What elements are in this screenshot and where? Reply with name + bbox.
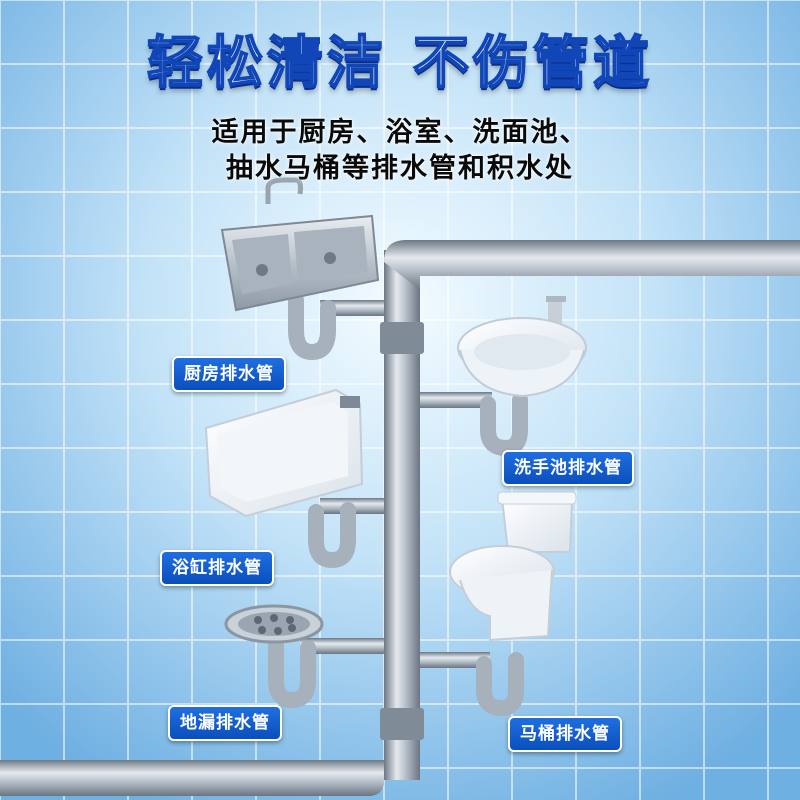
label-basin-drain: 洗手池排水管	[502, 450, 634, 486]
label-bathtub-drain: 浴缸排水管	[160, 550, 274, 586]
bathtub	[204, 388, 364, 518]
label-kitchen-drain: 厨房排水管	[172, 356, 286, 392]
kitchen-sink	[220, 177, 380, 312]
subheadline-line1: 适用于厨房、浴室、洗面池、	[211, 117, 589, 148]
toilet	[449, 491, 577, 642]
floor-drain	[224, 604, 324, 644]
label-floor-drain: 地漏排水管	[168, 705, 282, 741]
label-toilet-drain: 马桶排水管	[508, 716, 622, 752]
main-drain-pipe	[0, 240, 800, 796]
branch-pipes	[300, 300, 492, 668]
headline-part1: 轻松清洁	[146, 30, 387, 97]
headline: 轻松清洁不伤管道	[0, 18, 800, 99]
p-traps	[268, 292, 528, 717]
subheadline-line2: 抽水马桶等排水管和积水处	[226, 153, 574, 184]
headline-part2: 不伤管道	[412, 30, 653, 97]
wash-basin	[457, 296, 587, 398]
